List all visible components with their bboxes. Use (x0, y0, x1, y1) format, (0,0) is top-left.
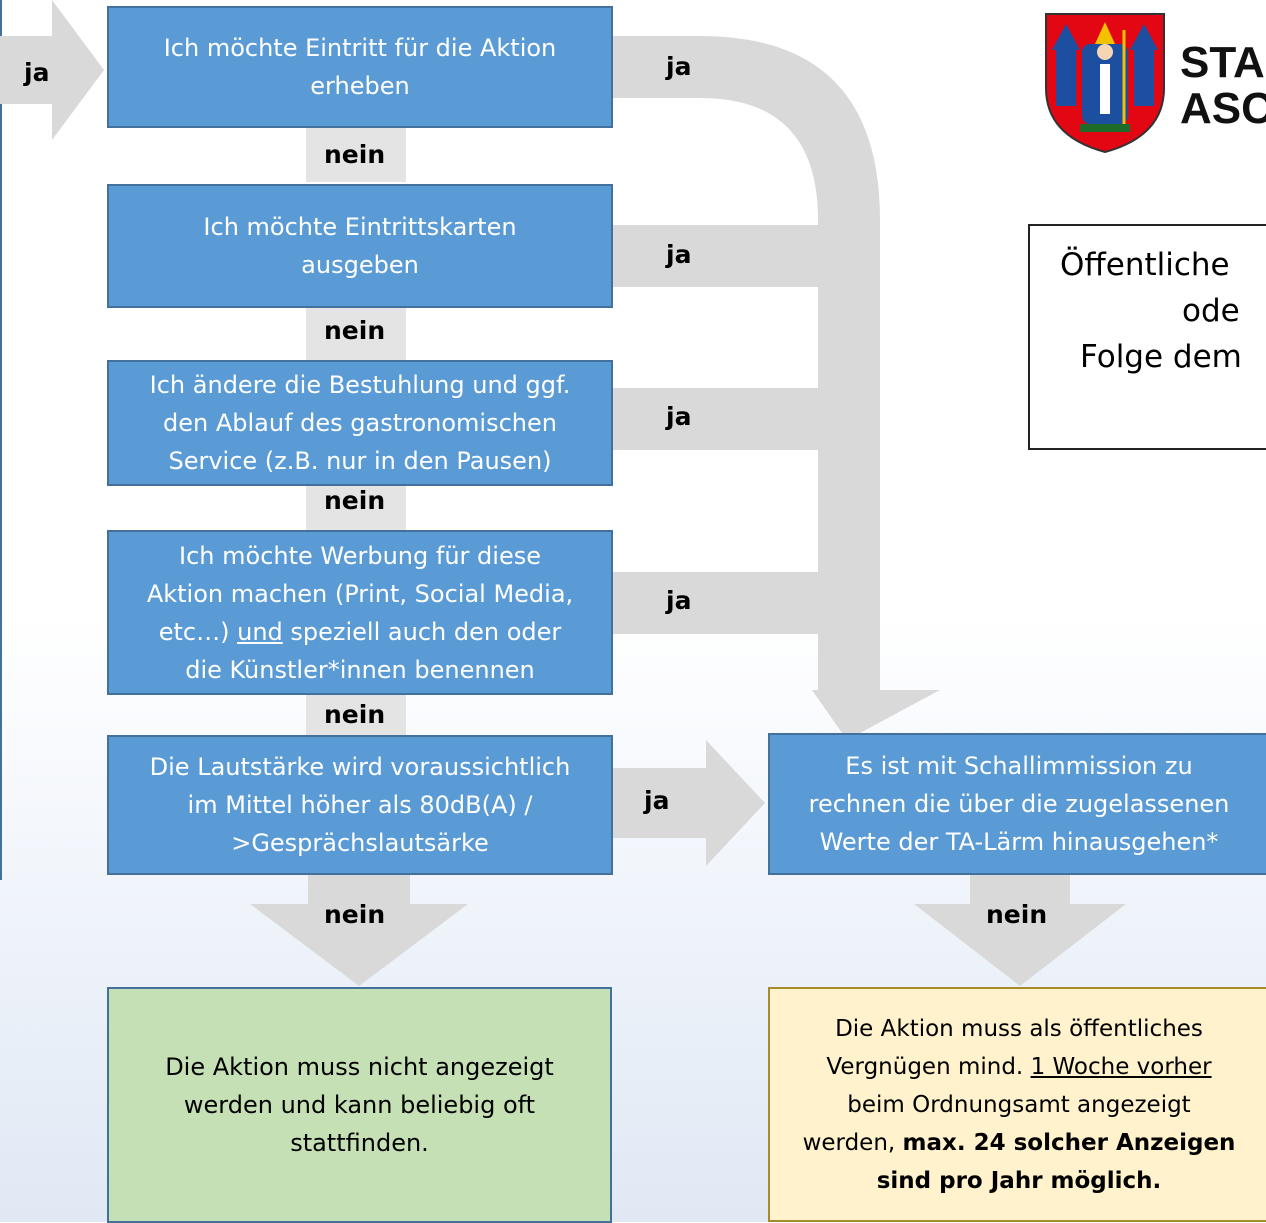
outcome-yes-line-4: werden, max. 24 solcher Anzeigen (803, 1124, 1236, 1162)
left-edge-line (0, 0, 2, 880)
info-line-3: Folge dem (1080, 339, 1242, 375)
question-4-line-2: Aktion machen (Print, Social Media, (146, 579, 574, 608)
q4-no-label: nein (324, 700, 386, 729)
q2-yes-label: ja (666, 240, 692, 269)
outcome-yes-line-2-pre: Vergnügen mind. (826, 1053, 1031, 1080)
outcome-no-line-1: Die Aktion muss nicht angezeigt (165, 1053, 554, 1081)
outcome-yes-max-24: max. 24 solcher Anzeigen (902, 1129, 1236, 1156)
q3-no-label: nein (324, 486, 386, 515)
no-arrow-q5 (250, 875, 468, 986)
question-5-line-3: >Gesprächslautsärke (231, 829, 489, 857)
yes-branch-3 (612, 388, 822, 450)
outcome-no-line-3: stattfinden. (290, 1129, 429, 1157)
question-5-line-2: im Mittel höher als 80dB(A) / (187, 791, 533, 819)
yes-arrow-q5 (612, 740, 765, 866)
no-band-2 (306, 306, 406, 362)
question-1-line-1: Ich möchte Eintritt für die Aktion (163, 34, 557, 62)
question-2-line-2: ausgeben (301, 251, 419, 279)
info-box: Öffentliche ode Folge dem (1028, 224, 1266, 450)
no-arrow-noise (914, 875, 1126, 986)
question-admission-fee: Ich möchte Eintritt für die Aktion erheb… (107, 6, 613, 128)
info-box-text: Öffentliche ode Folge dem (1060, 242, 1242, 380)
incoming-yes-label: ja (24, 58, 50, 87)
question-4-line-4: die Künstler*innen benennen (185, 655, 535, 684)
outcome-registration-required: Die Aktion muss als öffentliches Vergnüg… (768, 987, 1266, 1222)
q4-yes-label: ja (666, 586, 692, 615)
noise-no-label: nein (986, 900, 1048, 929)
city-coat-of-arms-logo (1040, 8, 1170, 156)
no-band-4 (306, 695, 406, 735)
outcome-yes-one-week: 1 Woche vorher (1030, 1053, 1212, 1080)
yes-return-arrow (612, 36, 940, 740)
q1-yes-label: ja (666, 52, 692, 81)
city-name-line-2: ASC (1180, 84, 1266, 133)
outcome-no-registration: Die Aktion muss nicht angezeigt werden u… (107, 987, 612, 1223)
outcome-yes-line-2: Vergnügen mind. 1 Woche vorher (803, 1048, 1236, 1086)
question-1-line-2: erheben (310, 72, 410, 100)
outcome-yes-line-1: Die Aktion muss als öffentliches (835, 1015, 1203, 1042)
q3-yes-label: ja (666, 402, 692, 431)
outcome-yes-line-4-pre: werden, (802, 1129, 903, 1156)
no-band-3 (306, 485, 406, 531)
question-5-line-1: Die Lautstärke wird voraussichtlich (149, 753, 571, 781)
question-4-line-3: etc…) und speziell auch den oder (147, 613, 573, 651)
q2-no-label: nein (324, 316, 386, 345)
question-4-underlined-und: und (237, 617, 283, 646)
question-4-line-1: Ich möchte Werbung für diese (179, 541, 541, 570)
question-4-line-3-pre: etc…) (158, 617, 238, 646)
outcome-no-line-2: werden und kann beliebig oft (183, 1091, 536, 1119)
info-line-1: Öffentliche (1060, 247, 1230, 283)
question-3-line-3: Service (z.B. nur in den Pausen) (168, 447, 552, 475)
info-line-2: ode (1182, 293, 1240, 329)
yes-branch-2 (612, 225, 822, 287)
no-band-1 (306, 128, 406, 182)
outcome-yes-line-3: beim Ordnungsamt angezeigt (847, 1091, 1191, 1118)
question-volume: Die Lautstärke wird voraussichtlich im M… (107, 735, 613, 875)
question-3-line-2: den Ablauf des gastronomischen (162, 409, 557, 437)
question-tickets: Ich möchte Eintrittskarten ausgeben (107, 184, 613, 308)
q5-yes-label: ja (644, 786, 670, 815)
yes-branch-4 (612, 572, 822, 634)
q5-no-label: nein (324, 900, 386, 929)
noise-line-3: Werte der TA-Lärm hinausgehen* (819, 828, 1219, 856)
question-advertising: Ich möchte Werbung für diese Aktion mach… (107, 530, 613, 695)
q1-no-label: nein (324, 140, 386, 169)
question-2-line-1: Ich möchte Eintrittskarten (203, 213, 517, 241)
noise-line-1: Es ist mit Schallimmission zu (845, 752, 1193, 780)
city-name-line-1: STA (1180, 38, 1265, 87)
incoming-yes-arrow (0, 0, 104, 140)
noise-immission-box: Es ist mit Schallimmission zu rechnen di… (768, 733, 1266, 875)
noise-line-2: rechnen die über die zugelassenen (808, 790, 1230, 818)
question-seating: Ich ändere die Bestuhlung und ggf. den A… (107, 360, 613, 486)
question-3-line-1: Ich ändere die Bestuhlung und ggf. (149, 371, 571, 399)
city-name-text: STA ASC (1180, 40, 1266, 132)
question-4-line-3-post: speziell auch den oder (282, 617, 562, 646)
outcome-yes-line-5: sind pro Jahr möglich. (876, 1167, 1162, 1194)
